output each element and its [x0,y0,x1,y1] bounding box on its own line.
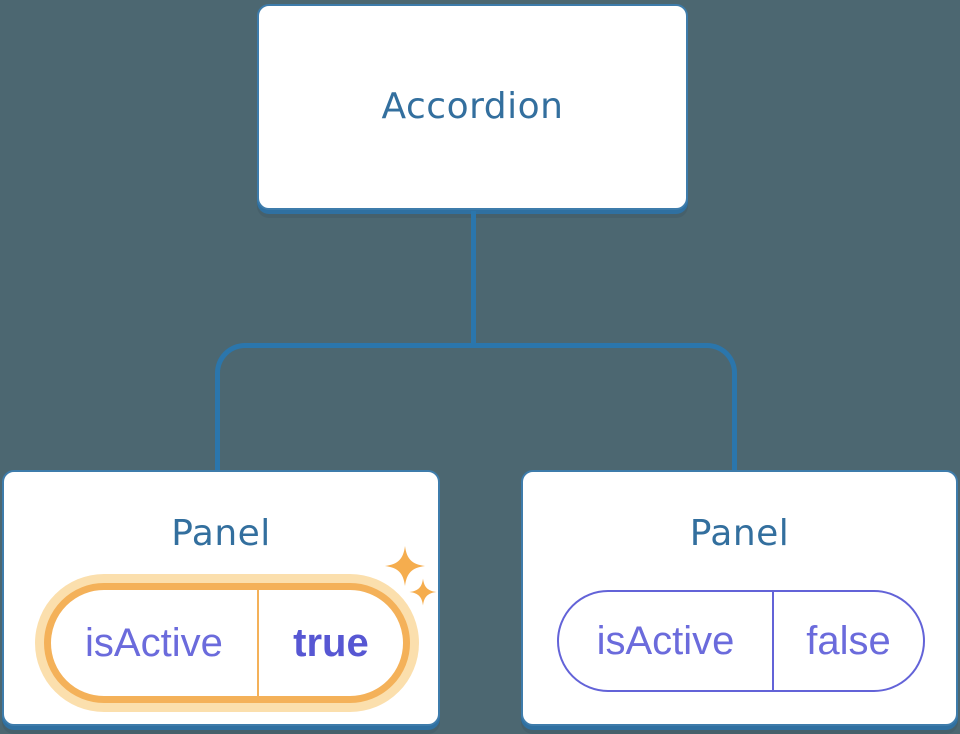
state-name: isActive [85,621,223,665]
accordion-node: Accordion [257,4,688,210]
state-name: isActive [596,619,735,663]
state-value: true [293,621,369,665]
state-pill: isActive false [557,590,925,692]
panel-label: Panel [689,513,790,554]
connector-stem [471,211,476,345]
sparkle-large-icon [385,546,425,586]
pill-divider [256,590,259,696]
panel-node-inactive: Panel isActive false [521,470,958,726]
sparkle-small-icon [409,578,437,606]
connector-bracket [215,343,737,470]
panel-label: Panel [171,513,271,554]
state-pill-active: isActive true [44,583,410,703]
panel-node-active: Panel isActive true [2,470,440,726]
state-value: false [806,619,891,663]
accordion-label: Accordion [381,86,564,127]
pill-divider [771,592,774,690]
sparkle-icon [385,546,437,606]
